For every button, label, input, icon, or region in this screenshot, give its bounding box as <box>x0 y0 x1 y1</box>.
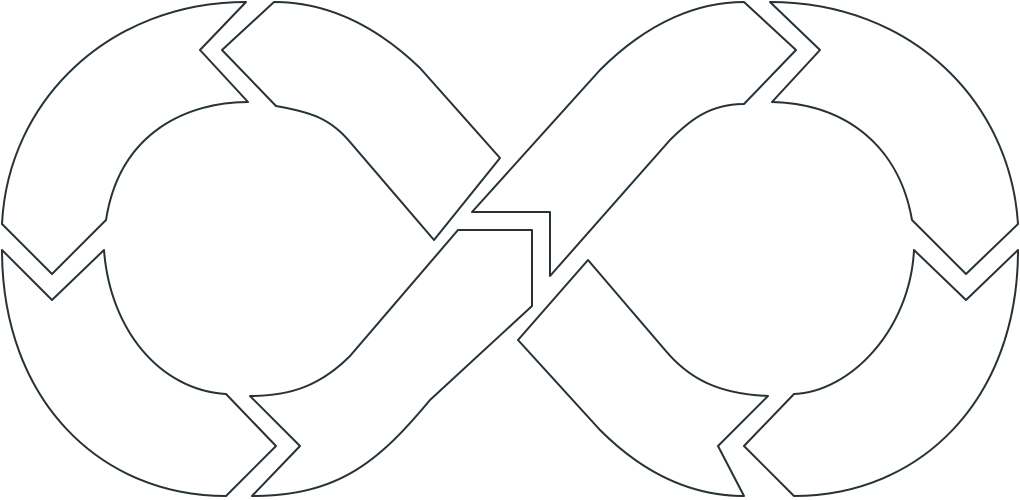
segment-left-bottom-right <box>249 229 533 497</box>
segment-left-bottom-left <box>1 249 277 497</box>
segment-left-top-right <box>221 1 501 241</box>
segment-right-bottom-left <box>517 259 769 497</box>
segment-right-bottom-right <box>743 249 1019 497</box>
segment-left-top-left <box>1 1 249 275</box>
segment-right-top-right <box>769 1 1019 275</box>
segment-right-top-left <box>471 1 797 277</box>
